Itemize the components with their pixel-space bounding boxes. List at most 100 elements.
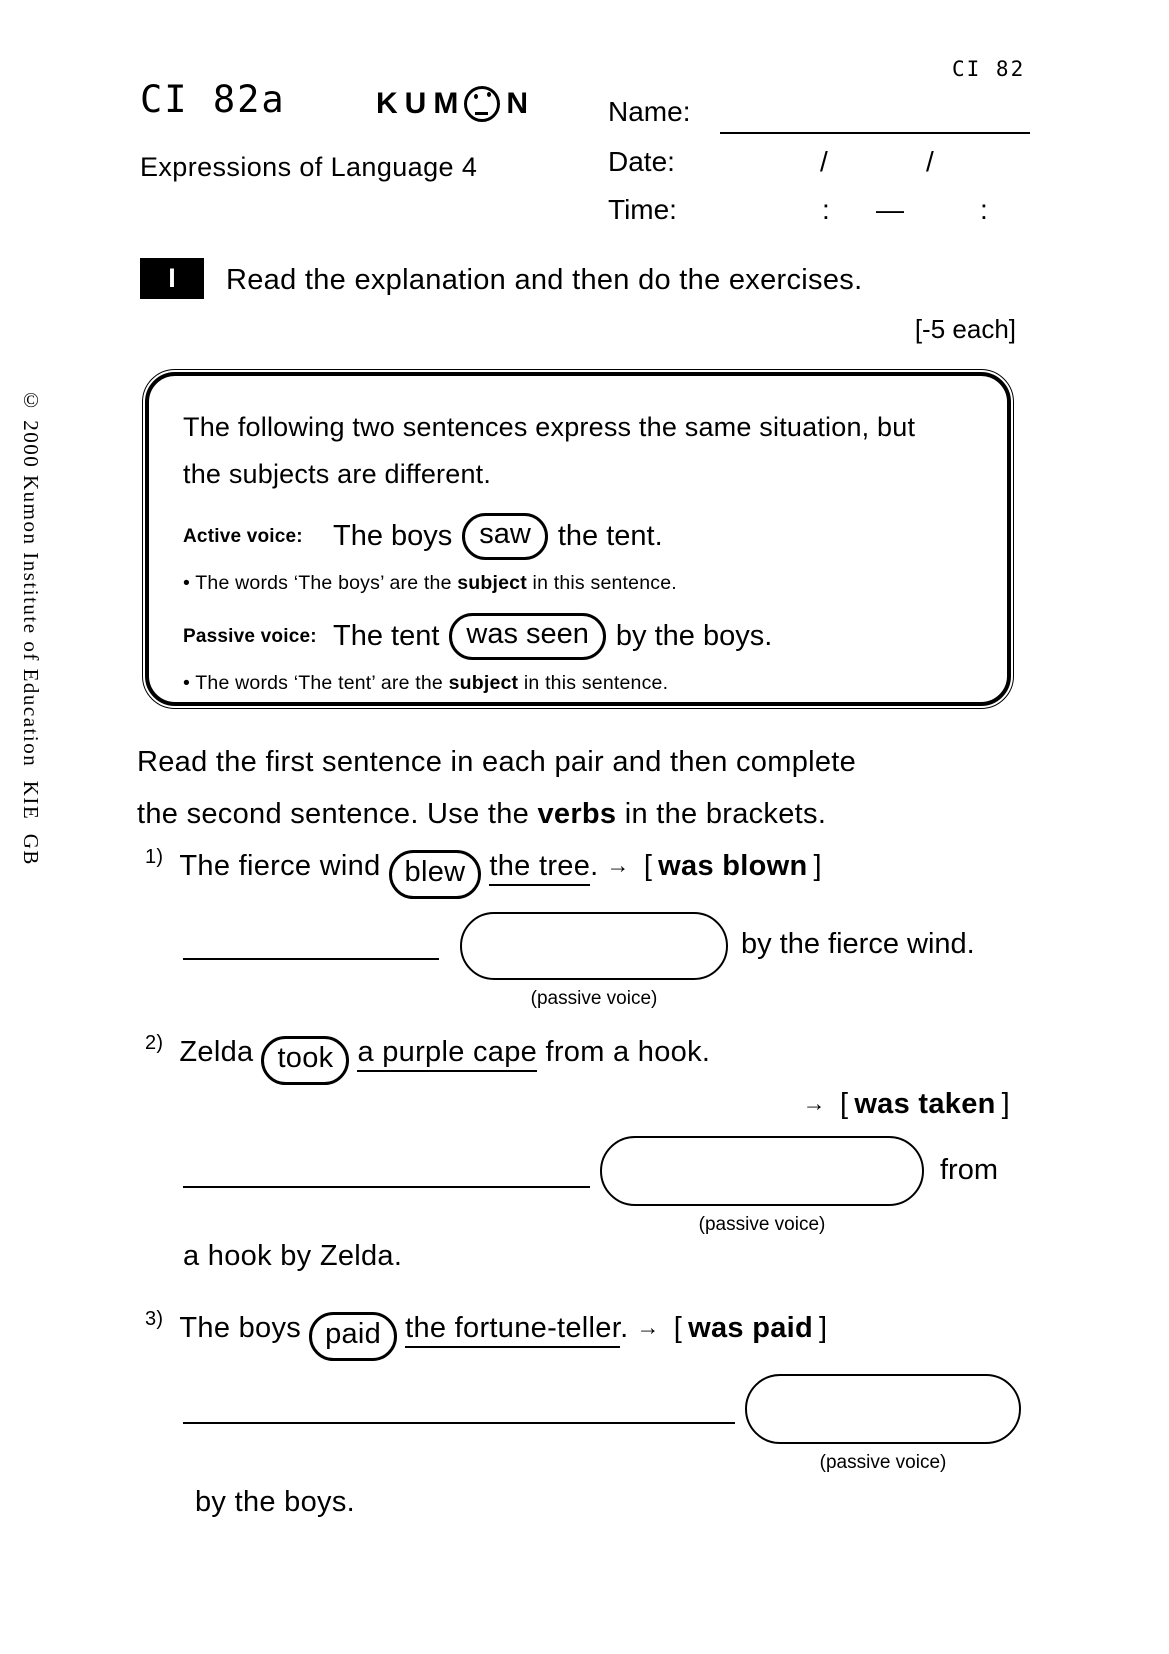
exercise-2-underlined-object: a purple cape	[357, 1036, 538, 1072]
logo-text-left: KUM	[376, 87, 466, 120]
time-row: Time: : — :	[608, 194, 1028, 244]
exercise-2-answer-blank	[183, 1186, 590, 1188]
active-post: the tent.	[557, 520, 663, 552]
exercise-1-answer-blank	[183, 958, 439, 960]
exercise-2-verb-circle: took	[261, 1036, 350, 1085]
exercise-2-bracket-verb: was taken	[854, 1088, 996, 1120]
passive-verb-circle: was seen	[449, 613, 606, 660]
explanation-intro-line2: the subjects are different.	[183, 459, 492, 489]
active-voice-line: Active voice: The boys saw the tent.	[183, 513, 1007, 560]
exercise-2-bracket-close: ]	[1001, 1088, 1010, 1120]
exercise-3-answer-caption: (passive voice)	[819, 1452, 947, 1473]
date-label: Date:	[608, 146, 675, 177]
task-line2: the second sentence. Use the verbs in th…	[137, 788, 856, 840]
face-left-eye	[474, 94, 479, 99]
exercise-3-bracket-open: [	[673, 1312, 683, 1344]
exercise-3-bracket-close: ]	[819, 1312, 828, 1344]
exercise-3-answer-oval	[745, 1374, 1021, 1444]
exercise-2-pre: Zelda	[179, 1036, 254, 1068]
passive-post: by the boys.	[615, 620, 773, 652]
section-instruction: Read the explanation and then do the exe…	[226, 264, 863, 296]
exercise-3-underlined-object: the fortune-teller	[405, 1312, 621, 1348]
active-voice-sentence: The boys saw the tent.	[333, 513, 663, 560]
active-verb-circle: saw	[462, 513, 548, 560]
exercise-2-number: 2)	[145, 1032, 164, 1054]
exercise-3-bracket-verb: was paid	[688, 1312, 814, 1344]
header-fields: Name: Date: / / Time: : — :	[608, 96, 1030, 244]
name-row: Name:	[608, 96, 1030, 146]
time-colon-2: :	[980, 194, 988, 225]
passive-note-post: in this sentence.	[518, 672, 669, 694]
face-mouth	[475, 112, 489, 115]
worksheet-title: Expressions of Language 4	[140, 152, 478, 182]
logo-text-right: N	[506, 87, 535, 120]
passive-voice-note: • The words ‘The tent’ are the subject i…	[183, 672, 1007, 695]
exercise-2-arrow-icon: →	[802, 1090, 826, 1116]
exercise-3-answer-row: (passive voice)	[183, 1372, 1023, 1484]
active-note-post: in this sentence.	[526, 572, 677, 594]
exercise-1-number: 1)	[145, 846, 164, 868]
exercise-3-pre: The boys	[179, 1312, 302, 1344]
exercise-3-verb-circle: paid	[309, 1312, 398, 1361]
task-instructions: Read the first sentence in each pair and…	[137, 736, 856, 840]
worksheet-code: CI 82a	[140, 78, 286, 121]
passive-voice-line: Passive voice: The tent was seen by the …	[183, 613, 1007, 660]
exercise-2-answer-oval	[600, 1136, 924, 1206]
exercise-2-tail: from	[940, 1154, 998, 1186]
explanation-intro-line1: The following two sentences express the …	[183, 412, 916, 442]
section-points: [-5 each]	[914, 314, 1016, 344]
exercise-1-underlined-object: the tree	[489, 850, 591, 886]
active-pre: The boys	[333, 520, 453, 552]
exercise-3-arrow-icon: →	[636, 1314, 660, 1340]
passive-note-pre: • The words ‘The tent’ are the	[183, 672, 449, 694]
date-row: Date: / /	[608, 146, 1028, 194]
exercise-1-verb-circle: blew	[388, 850, 482, 899]
exercise-2-bracket-open: [	[839, 1088, 849, 1120]
name-label: Name:	[608, 96, 691, 127]
worksheet-series-code: CI 82	[952, 57, 1026, 81]
exercise-3-number: 3)	[145, 1308, 164, 1330]
active-note-bold: subject	[457, 572, 527, 594]
active-voice-note: • The words ‘The boys’ are the subject i…	[183, 572, 1007, 595]
exercise-3-tail: by the boys.	[195, 1486, 355, 1518]
passive-note-bold: subject	[448, 672, 519, 694]
active-voice-label: Active voice:	[183, 525, 303, 547]
exercise-2-tail-line2: a hook by Zelda.	[183, 1240, 403, 1272]
time-label: Time:	[608, 194, 677, 225]
exercise-1-bracket-open: [	[643, 850, 653, 882]
exercise-1-pre: The fierce wind	[179, 850, 381, 882]
explanation-box: The following two sentences express the …	[142, 369, 1014, 709]
exercise-2-answer-row: (passive voice) from	[183, 1134, 1023, 1246]
exercise-3-period: .	[620, 1312, 629, 1344]
exercise-1-arrow-icon: →	[606, 852, 630, 878]
name-blank-line	[720, 132, 1030, 134]
exercise-1-bracket-close: ]	[813, 850, 822, 882]
section-marker-badge: I	[140, 258, 204, 299]
task-line2-post: in the brackets.	[616, 798, 827, 830]
time-dash: —	[876, 194, 904, 225]
explanation-intro: The following two sentences express the …	[183, 404, 1007, 498]
exercise-2-rest: from a hook.	[537, 1036, 711, 1068]
passive-voice-sentence: The tent was seen by the boys.	[333, 613, 772, 660]
passive-pre: The tent	[333, 620, 440, 652]
exercise-2-bracket-line: → [was taken]	[140, 1088, 1016, 1121]
kumon-logo: KUM N	[376, 86, 535, 122]
date-slash-1: /	[820, 146, 828, 177]
exercise-1-answer-caption: (passive voice)	[530, 988, 658, 1009]
time-colon-1: :	[822, 194, 830, 225]
exercise-3-answer-blank	[183, 1422, 735, 1424]
exercise-2-answer-caption: (passive voice)	[698, 1214, 826, 1235]
exercise-1-answer-row: (passive voice) by the fierce wind.	[183, 910, 1023, 1020]
kumon-face-icon	[464, 86, 501, 122]
exercise-1-tail: by the fierce wind.	[741, 928, 975, 960]
passive-voice-label: Passive voice:	[183, 625, 317, 647]
face-right-eye	[487, 92, 492, 97]
exercise-1-answer-oval	[460, 912, 728, 980]
exercise-1-period: .	[590, 850, 599, 882]
active-note-pre: • The words ‘The boys’ are the	[183, 572, 458, 594]
date-slash-2: /	[926, 146, 934, 177]
